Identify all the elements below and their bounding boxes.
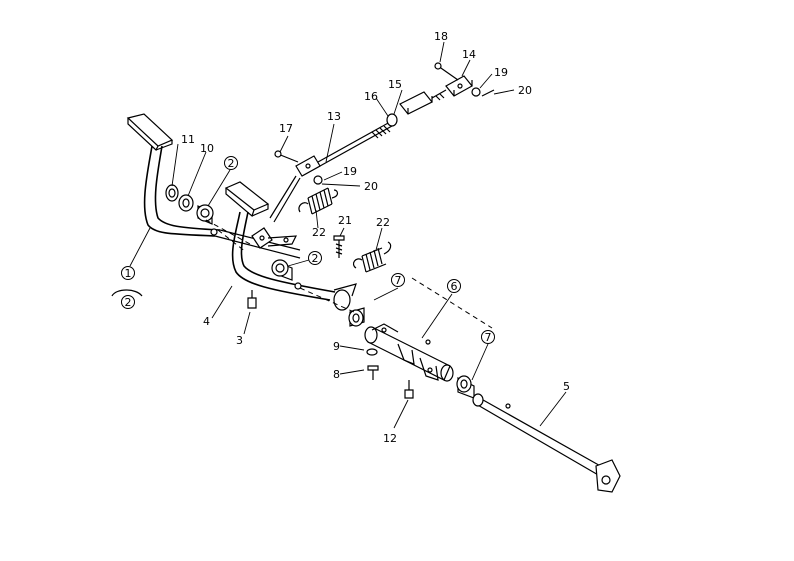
label-20-right: 20 xyxy=(518,84,532,97)
label-16: 16 xyxy=(364,90,378,103)
label-2-upper: 2 xyxy=(228,157,235,170)
alignment-lines xyxy=(205,219,493,329)
label-2-alt: 2 xyxy=(125,296,132,309)
clip-19-upper xyxy=(313,175,323,185)
label-7-left: 7 xyxy=(395,274,402,287)
label-1: 1 xyxy=(125,267,132,280)
pin-18 xyxy=(434,62,459,81)
brake-pedal-assembly xyxy=(126,113,301,259)
shaft-5 xyxy=(472,393,621,493)
sleeve-15 xyxy=(399,89,447,115)
label-18: 18 xyxy=(434,30,448,43)
bolt-21 xyxy=(333,235,345,258)
rod-13 xyxy=(269,121,393,223)
washer-11 xyxy=(165,184,179,202)
cross-shaft-6 xyxy=(364,323,454,382)
label-4: 4 xyxy=(203,315,210,328)
clutch-pedal-assembly xyxy=(224,181,357,311)
bushing-7-right xyxy=(456,375,475,399)
bolt-8 xyxy=(367,365,379,380)
callout-labels: 11 10 2 1 2 4 3 2 7 6 7 9 8 12 5 17 13 1… xyxy=(111,30,570,445)
label-5: 5 xyxy=(563,380,570,393)
alt-bracket xyxy=(111,289,143,297)
bushing-7-left xyxy=(348,307,365,327)
bushing-2-upper xyxy=(196,204,214,225)
spring-22-lower xyxy=(352,241,392,273)
washer-10 xyxy=(178,194,194,212)
label-8: 8 xyxy=(333,368,340,381)
washer-9 xyxy=(366,348,378,356)
clevis-14 xyxy=(445,75,473,97)
label-22-lower: 22 xyxy=(376,216,390,229)
bolt-12 xyxy=(404,380,414,399)
label-13: 13 xyxy=(327,110,341,123)
label-21: 21 xyxy=(338,214,352,227)
label-19-mid: 19 xyxy=(343,165,357,178)
spring-22-upper xyxy=(298,187,339,215)
label-20-mid: 20 xyxy=(364,180,378,193)
nut-16 xyxy=(386,113,398,127)
bolt-3 xyxy=(247,290,257,309)
label-15: 15 xyxy=(388,78,402,91)
label-19-right: 19 xyxy=(494,66,508,79)
cotter-pin-20-right xyxy=(481,89,495,97)
label-7-right: 7 xyxy=(485,331,492,344)
label-9: 9 xyxy=(333,340,340,353)
pin-17 xyxy=(274,150,299,163)
label-22-upper: 22 xyxy=(312,226,326,239)
leader-lines xyxy=(129,41,567,429)
label-2-lower: 2 xyxy=(312,252,319,265)
label-14: 14 xyxy=(462,48,476,61)
label-12: 12 xyxy=(383,432,397,445)
label-6: 6 xyxy=(451,280,458,293)
pin xyxy=(294,282,302,290)
bushing-2-lower xyxy=(271,259,293,281)
label-3: 3 xyxy=(236,334,243,347)
label-11: 11 xyxy=(181,133,195,146)
pin xyxy=(210,228,218,236)
label-10: 10 xyxy=(200,142,214,155)
clip-19-right xyxy=(471,87,481,97)
label-17: 17 xyxy=(279,122,293,135)
